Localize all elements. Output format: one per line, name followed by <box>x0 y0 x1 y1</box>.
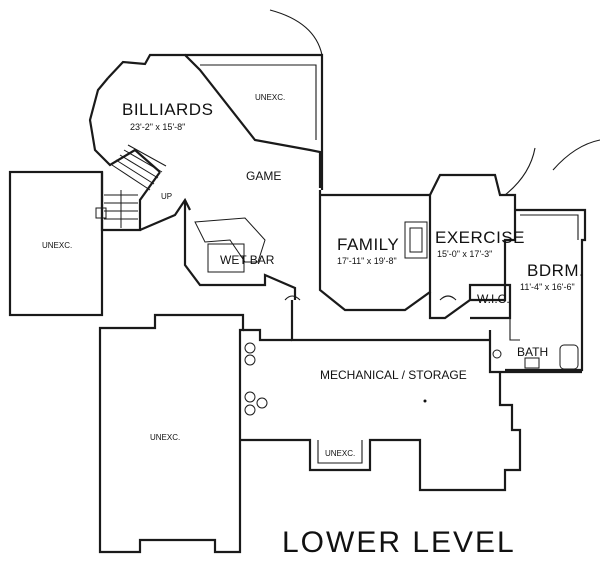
arc-bedroom <box>552 139 600 171</box>
wall-wic <box>468 283 512 320</box>
wall-unexc-bottom <box>317 440 363 464</box>
vanity <box>524 357 540 369</box>
wall-shell-b <box>240 372 522 492</box>
stair-treads <box>104 144 167 228</box>
exercise-label: EXERCISE <box>435 228 525 247</box>
column-3 <box>244 391 256 403</box>
plan-title: LOWER LEVEL <box>282 526 516 559</box>
bedroom-dims: 11'-4" x 16'-6" <box>520 282 575 292</box>
door-swing-a <box>284 295 301 301</box>
wet-bar-counter <box>194 217 266 263</box>
fixtures <box>95 144 579 416</box>
wall-wetbar <box>183 200 297 300</box>
billiards-label: BILLIARDS <box>122 100 213 119</box>
column-5 <box>256 397 268 409</box>
game-label: GAME <box>246 169 281 183</box>
wall-stair <box>100 171 161 232</box>
wall-bedroom-inner <box>520 214 579 240</box>
stair-post <box>95 207 107 219</box>
arc-exercise <box>504 147 536 196</box>
fireplace-inner <box>409 227 423 253</box>
wall-unexc-top-inner <box>200 64 317 140</box>
marker-dot <box>423 399 427 403</box>
wall-unexc-main <box>98 313 245 554</box>
wall-bath-door <box>509 318 520 341</box>
wall-bedroom-outer <box>505 208 587 372</box>
wall-exercise <box>428 173 517 320</box>
wet-bar-sink <box>207 243 245 273</box>
bathtub <box>559 344 579 370</box>
family-dims: 17'-11" x 19'-8" <box>337 256 397 266</box>
bedroom-label: BDRM. <box>527 261 584 280</box>
wall-unexc-left <box>8 170 104 317</box>
exterior-walls <box>8 9 600 554</box>
unexc-left-label: UNEXC. <box>42 241 72 250</box>
column-2 <box>244 354 256 366</box>
mechanical-label: MECHANICAL / STORAGE <box>320 368 467 382</box>
arc-top <box>269 9 323 56</box>
door-swing-b <box>439 295 457 301</box>
family-label: FAMILY <box>337 235 399 254</box>
wall-billiards <box>107 53 322 188</box>
wic-label: W.I.C. <box>477 292 510 306</box>
bath-label: BATH <box>517 345 548 359</box>
fireplace <box>404 221 428 259</box>
wall-shell-a <box>243 328 292 342</box>
unexc-bottom-label: UNEXC. <box>325 449 355 458</box>
column-1 <box>244 342 256 354</box>
billiards-dims: 23'-2" x 15'-8" <box>130 122 185 132</box>
wall-bath <box>488 330 582 374</box>
wall-stair-low <box>139 197 191 232</box>
unexc-main-label: UNEXC. <box>150 433 180 442</box>
column-4 <box>244 404 256 416</box>
wall-billiards-left <box>88 77 161 173</box>
up-label: UP <box>161 192 172 201</box>
exercise-dims: 15'-0" x 17'-3" <box>437 249 492 259</box>
room-labels: BILLIARDS 23'-2" x 15'-8" UNEXC. GAME UP… <box>42 93 584 559</box>
toilet <box>492 349 502 359</box>
wet-bar-label: WET BAR <box>220 253 275 267</box>
unexc-top-label: UNEXC. <box>255 93 285 102</box>
